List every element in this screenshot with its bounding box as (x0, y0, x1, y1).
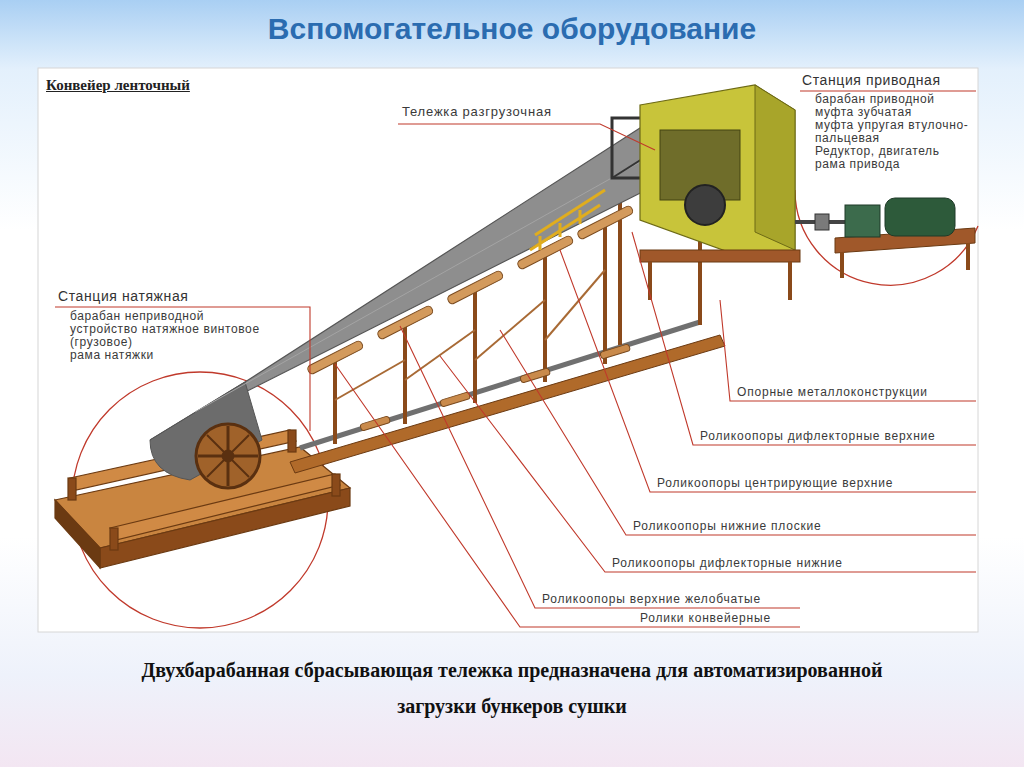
drive-station (640, 250, 800, 262)
leader-lines (500, 330, 976, 535)
part-name: муфта зубчатая (815, 106, 912, 119)
tension-drum (196, 424, 260, 488)
part-name: устройство натяжное винтовое (грузовое) (70, 323, 305, 349)
tension-frame (110, 528, 118, 550)
slide-title: Вспомогательное оборудование (0, 10, 1024, 48)
leader-lines (398, 124, 655, 150)
drive-motor (845, 205, 880, 237)
drive-station (755, 85, 795, 250)
picture-panel (38, 68, 978, 632)
idler-rollers (306, 205, 634, 375)
slide-caption: Двухбарабанная сбрасывающая тележка пред… (132, 652, 892, 724)
support-structure (300, 322, 700, 448)
picture-panel (38, 68, 978, 632)
part-name: муфта упругая втулочно-пальцевая (815, 119, 975, 145)
drive-station (640, 85, 800, 300)
leader-lines (800, 90, 976, 91)
callout-label: Опорные металлоконструкции (737, 385, 928, 399)
callout-label: Роликоопоры нижние плоские (633, 519, 822, 533)
drive-station (640, 85, 795, 258)
drive-station (788, 262, 792, 300)
idler-rollers (306, 340, 364, 375)
tension-drum (207, 435, 249, 477)
part-name: барабан приводной (815, 93, 935, 106)
callout-label: Роликоопоры дифлекторные верхние (700, 429, 936, 443)
leader-lines (55, 91, 976, 627)
tension-frame (288, 430, 296, 452)
callout-label: Роликоопоры центрирующие верхние (657, 476, 893, 490)
conveyor-belt (195, 148, 665, 412)
magnifier-circles (795, 190, 978, 285)
callout-label: Роликоопоры дифлекторные нижние (612, 556, 843, 570)
callout-label: Ролики конвейерные (640, 611, 771, 625)
drive-motor (815, 214, 829, 230)
callout-label: Тележка разгрузочная (402, 104, 552, 120)
leader-lines (720, 300, 976, 401)
part-name: барабан неприводной (70, 310, 204, 323)
idler-rollers (446, 270, 504, 305)
drive-motor (795, 198, 975, 278)
part-name: Редуктор, двигатель (815, 145, 940, 158)
magnifier-circles (72, 190, 978, 628)
figure-heading: Конвейер ленточный (46, 76, 190, 94)
leader-lines (55, 307, 310, 431)
drive-motor (840, 252, 844, 278)
tension-frame (332, 474, 340, 496)
leader-lines (335, 364, 800, 627)
drive-station (685, 185, 725, 225)
leader-lines (440, 356, 976, 572)
section-heading: Станция приводная (802, 72, 941, 88)
leader-lines (560, 250, 976, 492)
drive-motor (966, 243, 970, 270)
tension-drum (196, 424, 260, 488)
drive-motor (885, 198, 955, 236)
section-heading: Станция натяжная (58, 288, 188, 304)
part-name: рама привода (815, 158, 900, 171)
idler-rollers (576, 205, 634, 240)
tension-drum (222, 450, 234, 462)
idler-rollers (376, 305, 434, 340)
callout-label: Роликоопоры верхние желобчатые (542, 592, 761, 606)
tension-drum (207, 435, 249, 477)
support-structure (290, 335, 725, 473)
part-name: рама натяжки (70, 349, 154, 362)
unloading-trolley (530, 190, 605, 250)
tension-frame (55, 500, 100, 568)
leader-lines (632, 232, 976, 445)
tension-frame (68, 478, 76, 500)
